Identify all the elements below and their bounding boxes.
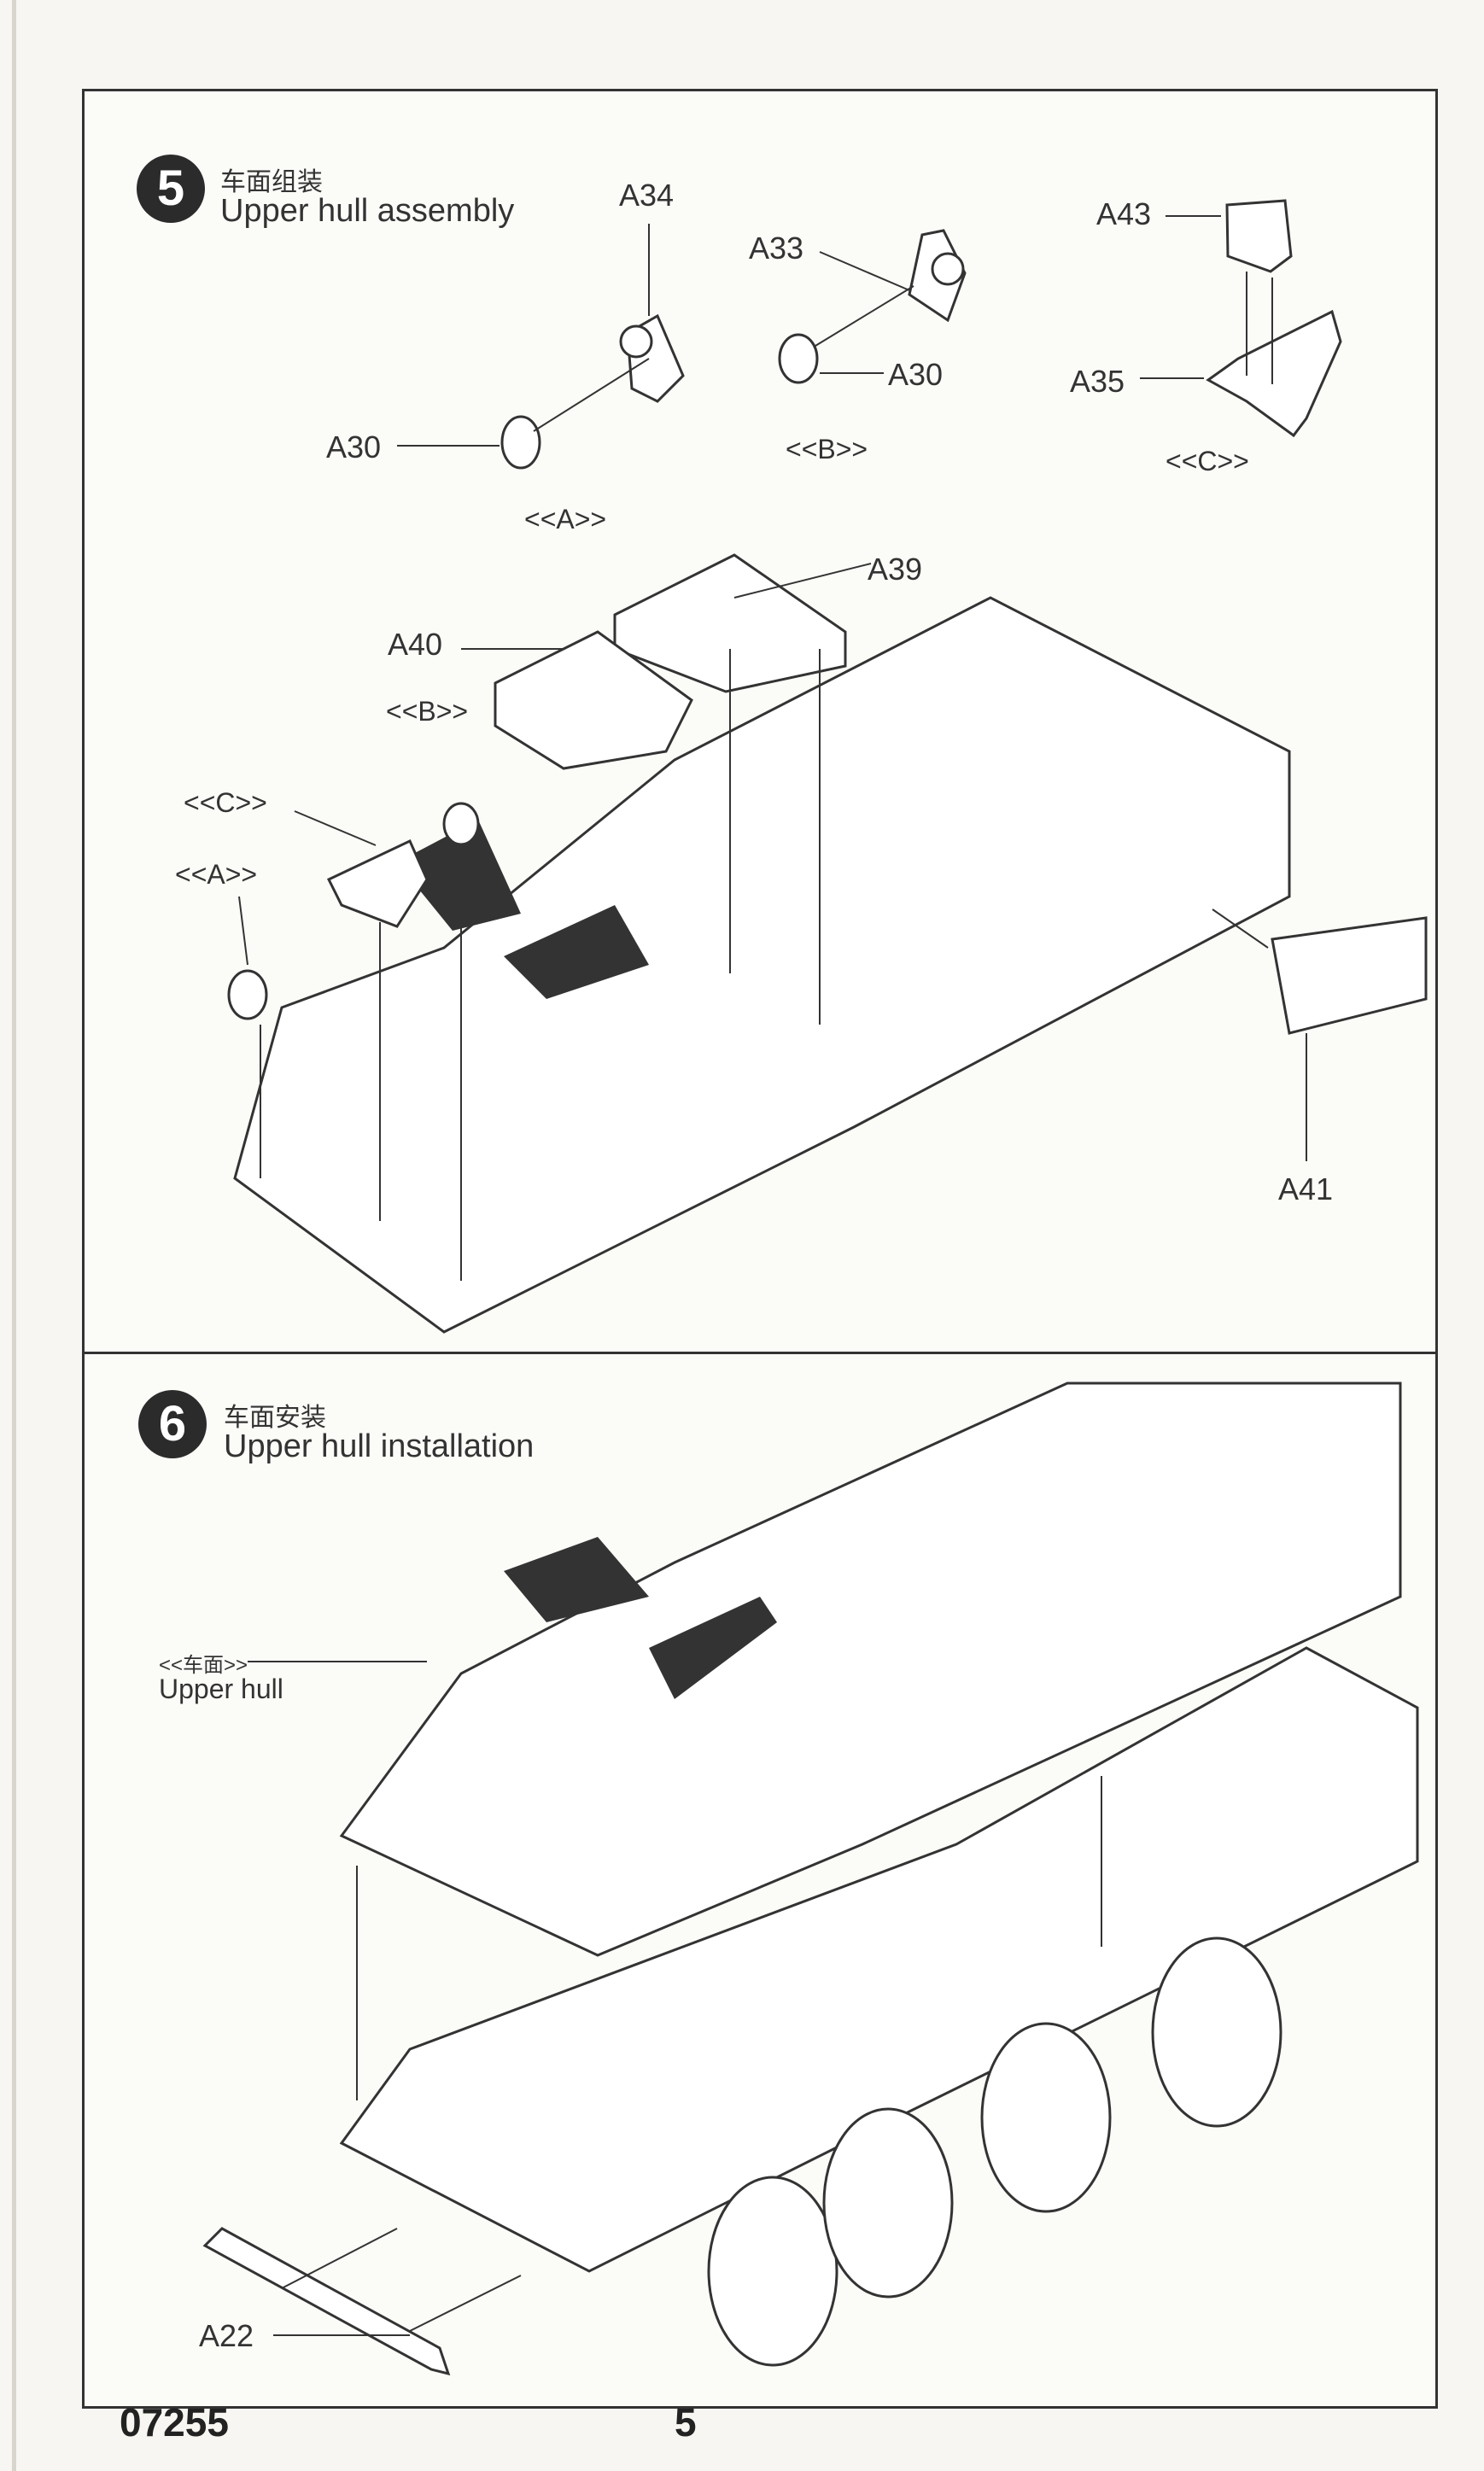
part-label-a35: A35 <box>1070 364 1125 399</box>
step-5-title-en: Upper hull assembly <box>220 193 515 229</box>
product-code: 07255 <box>120 2400 229 2445</box>
part-label-a43: A43 <box>1096 196 1152 231</box>
part-label-a33: A33 <box>749 231 804 266</box>
part-label-a41: A41 <box>1278 1171 1334 1206</box>
group-label-a-main: <<A>> <box>175 859 258 890</box>
part-label-a30-b: A30 <box>888 357 944 392</box>
group-label-b-top: <<B>> <box>786 434 868 464</box>
step-5-number-badge: 5 <box>137 155 205 223</box>
wheels-drawing <box>707 1936 1282 2367</box>
subassembly-a-parts <box>397 224 685 470</box>
upper-hull-label-en: Upper hull <box>159 1674 283 1704</box>
part-label-a39: A39 <box>868 552 923 587</box>
step-6-title-en: Upper hull installation <box>224 1428 535 1464</box>
upper-hull-drawing <box>233 553 1428 1334</box>
part-a22-drawing <box>202 1661 522 2376</box>
main-subassembly-parts <box>227 648 821 1281</box>
part-label-a22: A22 <box>199 2318 254 2353</box>
step-5-title-cn: 车面组装 <box>220 167 323 197</box>
part-label-a34: A34 <box>619 178 675 213</box>
subassembly-b-parts <box>778 229 967 384</box>
group-label-c-top: <<C>> <box>1166 446 1249 476</box>
page-number: 5 <box>675 2400 697 2445</box>
step-6-title-cn: 车面安装 <box>224 1403 326 1433</box>
page-edge <box>12 0 16 2471</box>
group-label-b-main: <<B>> <box>386 696 469 727</box>
group-label-a-top: <<A>> <box>524 504 607 535</box>
subassembly-c-parts <box>1140 199 1342 438</box>
upper-hull-label-cn: <<车面>> <box>159 1654 248 1677</box>
group-label-c-main: <<C>> <box>184 787 267 818</box>
upper-hull-installed-drawing <box>339 1382 1402 1957</box>
step-6-number-badge: 6 <box>138 1390 207 1458</box>
part-label-a40: A40 <box>388 627 443 662</box>
lower-hull-drawing <box>339 1646 1419 2273</box>
part-label-a30-a: A30 <box>326 429 382 464</box>
